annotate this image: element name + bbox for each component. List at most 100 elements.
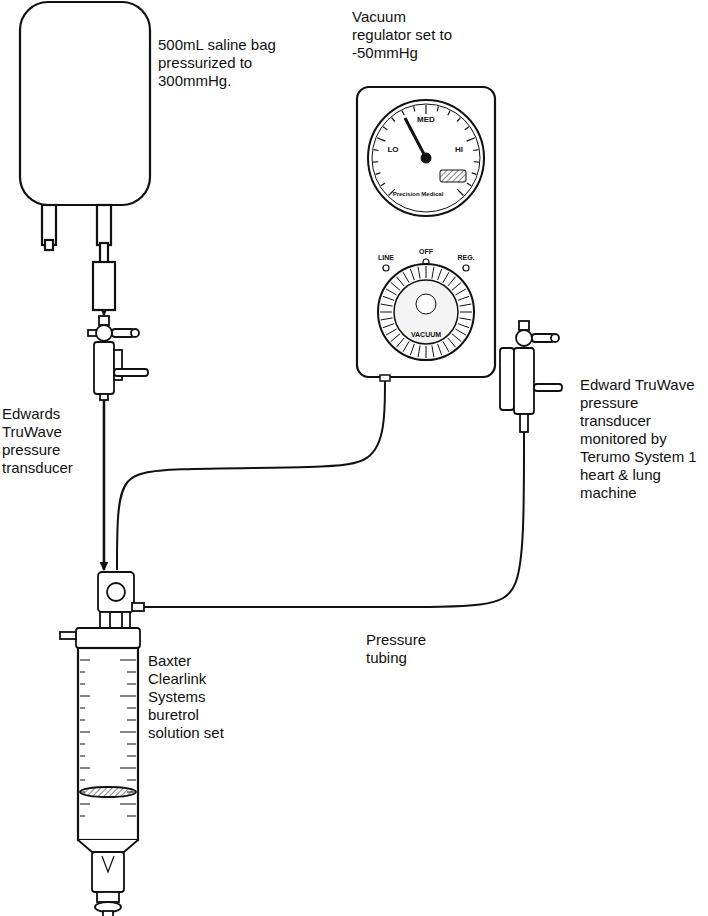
transducer-drawing [88,316,148,400]
graduation-mark [80,708,85,709]
gauge-face [372,104,480,212]
knob-ridge [432,345,434,357]
gauge-tick [473,149,478,151]
transducer-outlet [520,414,528,432]
graduation-mark [127,756,136,757]
stopcock-body [516,330,532,346]
inlet-tube [100,612,110,628]
graduation-mark [80,660,90,661]
knob-ridge [443,272,449,282]
graduation-marks [80,660,136,816]
dial-marking: MED [417,116,435,124]
filter-disc [80,787,136,797]
pressure-transducer: Edwards TruWave pressure transducer [86,315,150,400]
burette-chamber [78,648,138,840]
graduation-mark [127,720,136,721]
spike-connector [93,262,115,310]
knob-ridge [403,272,409,282]
stopcock-cap [99,316,109,325]
knob-ridge [459,304,471,306]
gauge-tick [381,183,385,186]
knob-ridge [381,304,393,306]
graduation-mark [80,804,90,805]
device-label: Baxter Clearlink Systems buretrol soluti… [148,652,240,742]
knob-ridge [381,318,393,320]
graduation-mark [80,816,85,817]
outlet-tip [103,911,113,916]
stopcock-body [96,325,112,341]
device-label: Vacuum regulator set to -50mmHg [352,8,464,62]
knob-ridge [460,312,472,313]
graduation-mark [80,684,85,685]
gauge-tick [392,118,395,122]
knob-ridges [380,266,472,358]
knob-ridge [448,338,456,347]
spike-tube [100,243,108,263]
knob-ridge [438,269,442,280]
graduation-mark [120,696,136,697]
graduation-mark [120,768,136,769]
stopcock-side-port [132,603,144,611]
gauge-tick [457,118,460,122]
knob-ridge [458,296,469,300]
knob-ridge [386,289,396,295]
gauge-tick [457,189,463,195]
gauge-tick [383,127,387,130]
transducer-body [94,342,114,394]
graduation-mark [127,672,136,673]
dial-marking: LINE [378,254,394,261]
knob-face [394,280,458,344]
gauge-tick [373,161,378,163]
stopcock-cap [519,321,529,330]
knob-ridge [386,329,396,335]
knob-ridge [383,296,394,300]
gauge-ticks [373,105,479,195]
knob-ridge [459,318,471,320]
gauge-tick [376,173,381,175]
graduation-mark [120,660,136,661]
dial-marking: OFF [419,248,433,255]
knob-ridge [383,324,394,328]
gauge-hub [421,153,431,163]
gauge-badge [440,170,466,182]
tubing-line [117,378,385,570]
device-label: Edwards TruWave pressure transducer [2,405,82,477]
buretrol-drawing [60,572,144,916]
stopcock-handle-end [131,329,139,337]
knob-ridge [403,341,409,351]
gauge-tick [402,111,404,115]
device-label: Edward TruWave pressure transducer monit… [580,376,702,502]
graduation-mark [120,732,136,733]
control-knob [378,264,474,360]
transducer-cable-port [534,384,562,391]
vacuum-regulator-drawing [357,87,495,381]
gauge-tick [467,183,471,186]
mode-dot [383,265,389,271]
vent-spike [122,612,130,628]
drip-cone [102,856,114,872]
regulator-housing [357,87,495,377]
knob-ridge [410,344,414,355]
gauge-tick [448,111,450,115]
gauge-tick [467,138,475,141]
transducer-outlet [100,394,108,400]
graduation-mark [80,720,85,721]
knob-ridge [432,267,434,279]
buretrol-set: Baxter Clearlink Systems buretrol soluti… [72,570,144,916]
pressure-transducer: Edward TruWave pressure transducer monit… [493,320,563,432]
stopcock-dial [107,583,125,601]
dial-marking: LO [387,146,398,154]
knob-ridge [380,312,392,313]
drip-chamber [92,852,124,892]
graduation-mark [80,780,85,781]
saline-bag: 500mL saline bag pressurized to 300mmHg. [20,0,150,205]
transducer-drawing [500,321,562,432]
gauge-tick [437,106,438,111]
three-way-stopcock [98,572,134,612]
knob-ridge [452,282,461,290]
bag-port [97,205,111,245]
dial-marking: VACUUM [411,331,441,338]
knob-ridge [426,266,427,278]
air-vent [60,632,76,639]
